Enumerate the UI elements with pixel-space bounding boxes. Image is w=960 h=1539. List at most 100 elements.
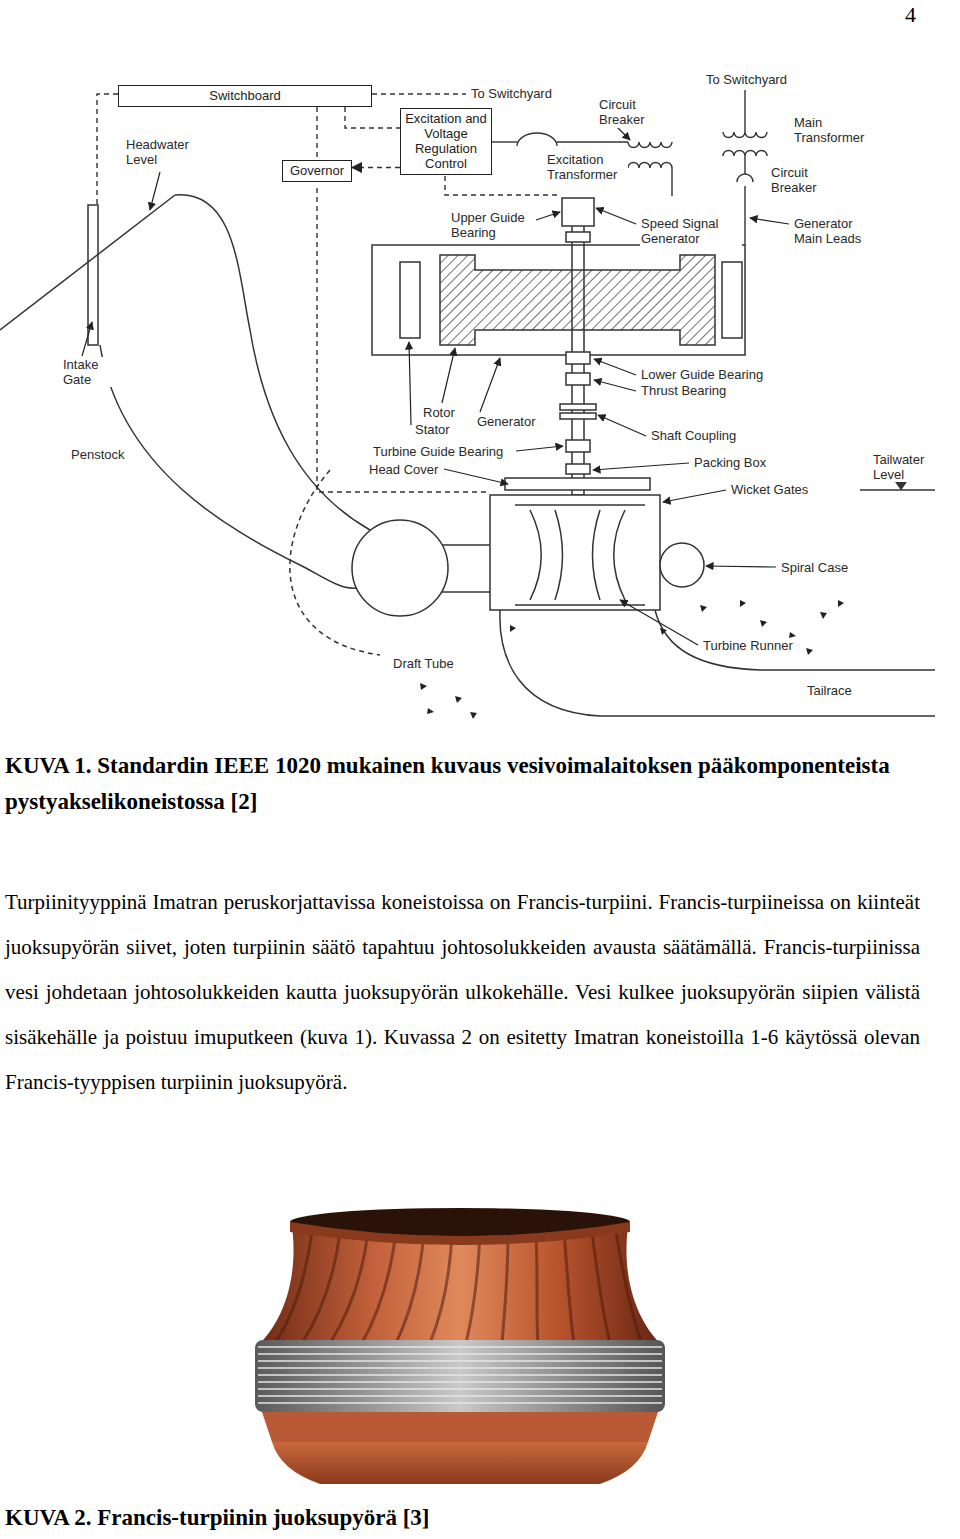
- leader-line: [444, 469, 508, 484]
- generator-unit: [722, 262, 742, 338]
- turbine-unit: [442, 591, 490, 593]
- part-label: Circuit Breaker: [770, 165, 832, 195]
- drawing-part: [258, 1367, 662, 1369]
- water-structure: [860, 489, 935, 491]
- drawing-part: [396, 1232, 424, 1343]
- governor-box: Governor: [282, 160, 352, 182]
- control-connector: [352, 167, 400, 168]
- part-label: Turbine Guide Bearing: [372, 444, 504, 459]
- part-label: Tailwater Level: [872, 452, 946, 482]
- drawing-part: [258, 1388, 662, 1390]
- electrical-symbols: [744, 186, 745, 245]
- turbine-unit: [352, 520, 448, 616]
- control-connector: [316, 107, 317, 160]
- leader-line: [594, 359, 636, 375]
- control-wiring: [445, 176, 560, 195]
- flow-marker: [740, 600, 746, 607]
- electrical-symbols: [723, 132, 767, 138]
- electrical-symbols: [744, 156, 745, 174]
- drawing-part: [430, 1232, 452, 1343]
- part-label: Upper Guide Bearing: [450, 210, 536, 240]
- switchboard-box: Switchboard: [118, 85, 372, 107]
- figure-caption: KUVA 1. Standardin IEEE 1020 mukainen ku…: [5, 748, 920, 820]
- part-label: Draft Tube: [392, 656, 455, 671]
- turbine-unit: [515, 504, 645, 506]
- turbine-runner-picture: [255, 1340, 665, 1412]
- turbine-runner-picture: [290, 1222, 630, 1245]
- control-box: Excitation and Voltage Regulation Contro…: [400, 108, 492, 175]
- leader-line: [706, 566, 776, 567]
- drawing-part: [258, 1346, 662, 1348]
- turbine-runner-picture: [262, 1412, 658, 1442]
- water-structure: [896, 482, 906, 489]
- turbine-unit: [352, 478, 704, 616]
- drawing-part: [258, 1374, 662, 1376]
- drawing-part: [258, 1347, 662, 1403]
- leader-line: [442, 348, 455, 403]
- generator-unit: [566, 352, 590, 364]
- electrical-symbols: [628, 163, 672, 169]
- flow-marker: [760, 620, 767, 627]
- flow-marker: [510, 625, 516, 632]
- flow-marker: [660, 628, 667, 635]
- turbine-unit: [660, 543, 704, 587]
- part-label: Stator: [414, 422, 451, 437]
- electrical-symbols: [492, 141, 517, 142]
- electrical-symbols: [737, 174, 753, 182]
- generator-unit: [566, 464, 590, 474]
- part-label: Excitation Transformer: [546, 152, 628, 182]
- drawing-part: [275, 1232, 312, 1343]
- leader-line: [618, 128, 630, 140]
- flow-marker: [420, 683, 427, 690]
- drawing-part: [362, 1232, 396, 1343]
- generator-unit: [560, 413, 596, 419]
- generator-unit: [566, 440, 590, 452]
- part-label: Turbine Runner: [702, 638, 794, 653]
- flow-marker: [455, 696, 462, 703]
- drawing-part: [466, 1232, 480, 1343]
- part-label: Speed Signal Generator: [640, 216, 742, 246]
- electrical-symbols: [517, 133, 557, 146]
- part-label: Thrust Bearing: [640, 383, 727, 398]
- generator-unit: [400, 262, 420, 338]
- generator-unit: [562, 198, 594, 226]
- part-label: Tailrace: [806, 683, 853, 698]
- figure-caption: KUVA 2. Francis-turpiinin juoksupyörä [3…: [5, 1500, 920, 1536]
- part-label: Shaft Coupling: [650, 428, 737, 443]
- turbine-runner-picture: [255, 1208, 665, 1484]
- part-label: Spiral Case: [780, 560, 849, 575]
- leader-line: [516, 446, 563, 451]
- part-label: Main Transformer: [793, 115, 877, 145]
- leader-line: [593, 463, 689, 470]
- water-structure: [655, 610, 935, 670]
- water-structure: [88, 205, 98, 345]
- generator-unit: [372, 198, 745, 495]
- drawing-part: [616, 1232, 642, 1343]
- drawing-part: [258, 1353, 662, 1355]
- drawing-part: [592, 1232, 610, 1343]
- flow-marker: [470, 712, 477, 719]
- part-label: Lower Guide Bearing: [640, 367, 764, 382]
- water-structure: [175, 195, 370, 530]
- water-structure: [500, 610, 935, 716]
- drawing-part: [536, 1232, 538, 1343]
- part-label: Circuit Breaker: [598, 97, 660, 127]
- leader-line: [536, 212, 560, 220]
- drawing-part: [258, 1360, 662, 1362]
- generator-unit: [560, 404, 596, 410]
- part-label: Head Cover: [368, 462, 439, 477]
- turbine-unit: [614, 510, 625, 600]
- part-label: Generator Main Leads: [793, 216, 879, 246]
- leader-line: [596, 208, 636, 224]
- turbine-unit: [515, 604, 645, 606]
- flow-marker: [420, 600, 844, 719]
- electrical-symbols: [671, 168, 672, 196]
- turbine-runner-picture: [272, 1442, 648, 1484]
- drawing-part: [330, 1232, 368, 1343]
- control-connector: [345, 107, 400, 128]
- part-label: Rotor: [422, 405, 456, 420]
- drawing-part: [258, 1381, 662, 1383]
- flow-marker: [806, 648, 813, 655]
- generator-unit: [372, 245, 745, 355]
- leader-line: [598, 415, 646, 436]
